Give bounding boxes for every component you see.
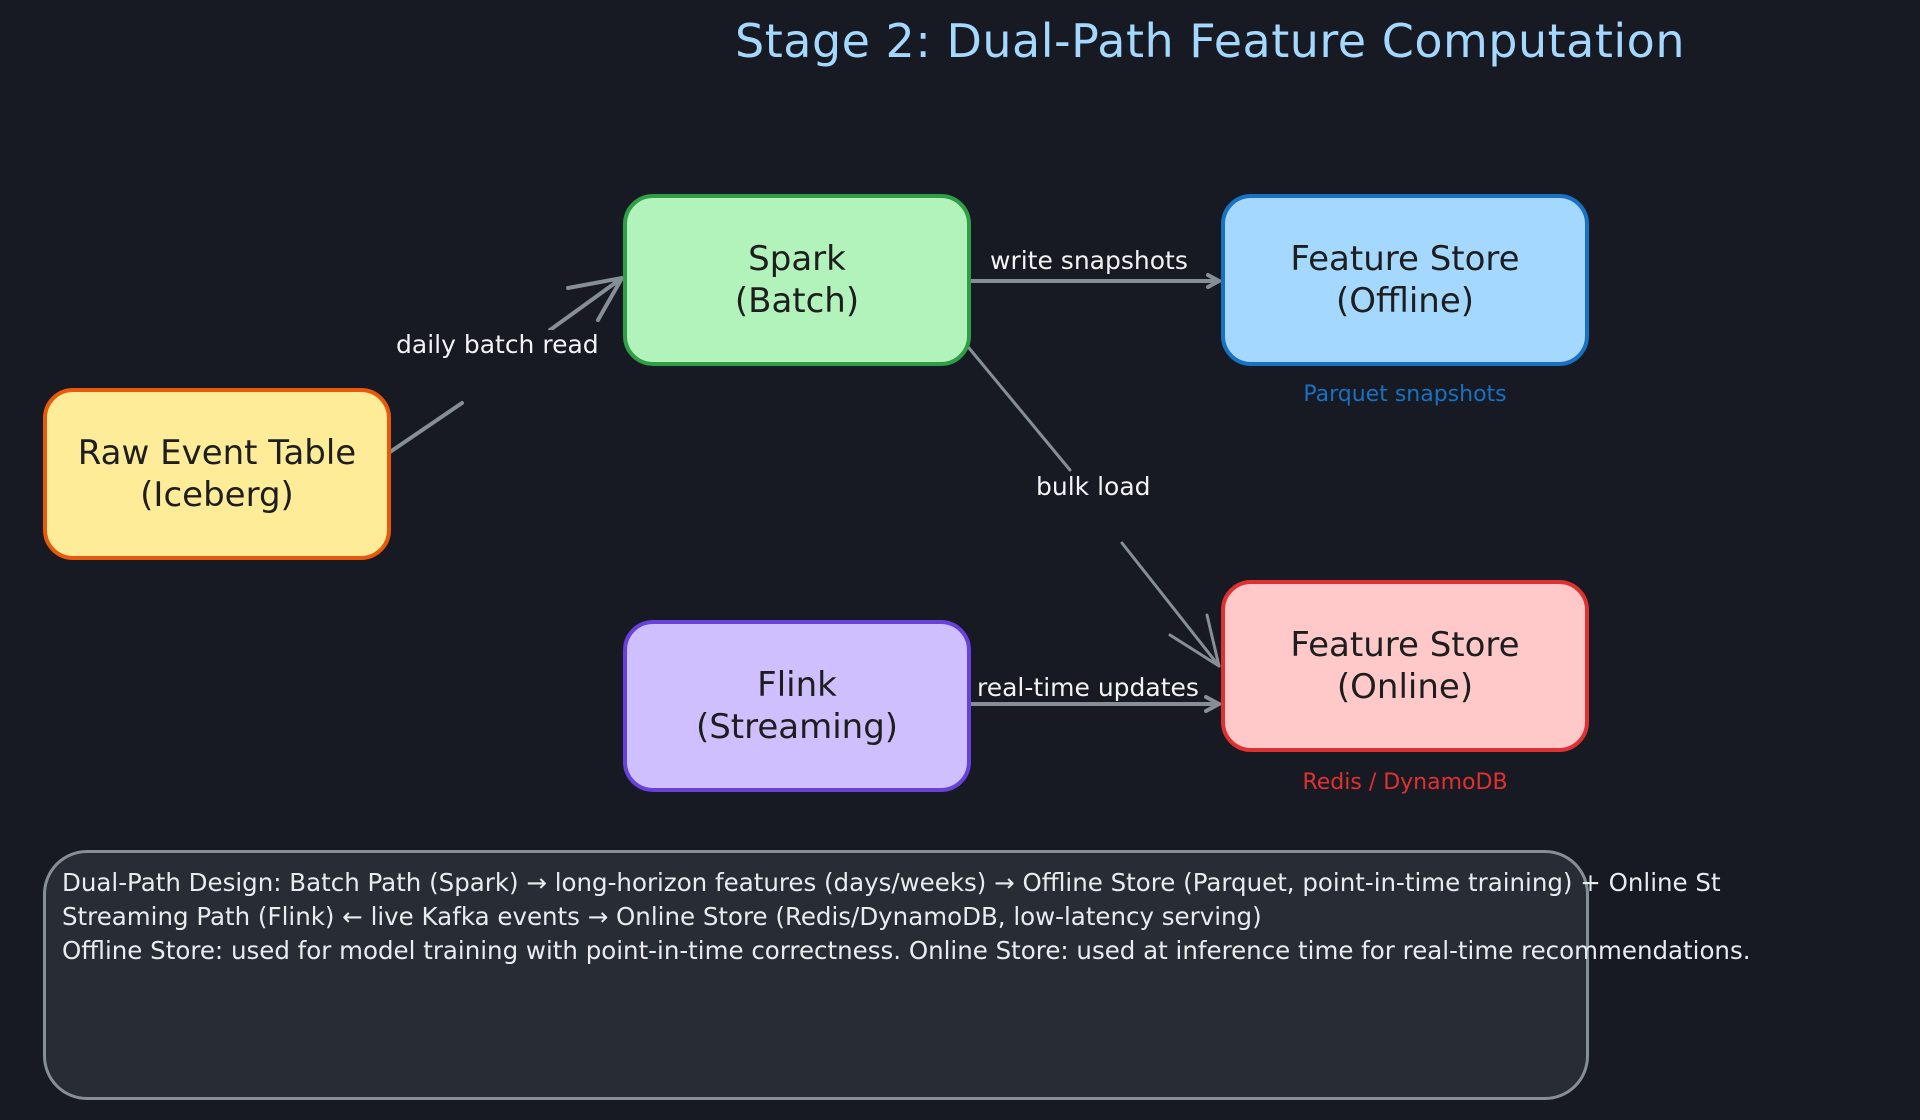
note-line-stores: Offline Store: used for model training w…: [62, 936, 1751, 965]
edge-real-time-updates-head: [1204, 695, 1221, 713]
node-label-line-2: (Batch): [734, 281, 860, 321]
node-label-line-2: (Online): [1336, 667, 1474, 707]
node-label-line-2: (Offline): [1335, 281, 1475, 321]
node-label-line-2: (Iceberg): [140, 475, 294, 515]
caption-online-store: Redis / DynamoDB: [1302, 770, 1508, 795]
node-label-line-1: Feature Store: [1290, 239, 1520, 279]
edge-label-real-time-updates: real-time updates: [975, 673, 1201, 702]
node-spark-batch[interactable]: Spark (Batch): [623, 194, 971, 366]
node-flink-streaming[interactable]: Flink (Streaming): [623, 620, 971, 792]
edge-daily-batch-read: [388, 401, 464, 454]
diagram-title: Stage 2: Dual-Path Feature Computation: [735, 14, 1685, 68]
node-label-line-2: (Streaming): [695, 707, 899, 747]
node-label-line-1: Raw Event Table: [77, 433, 357, 473]
note-line-batch: Dual-Path Design: Batch Path (Spark) → l…: [62, 868, 1721, 897]
node-label-line-1: Flink: [757, 665, 837, 705]
node-feature-store-online[interactable]: Feature Store (Online): [1221, 580, 1589, 752]
node-raw-event-table[interactable]: Raw Event Table (Iceberg): [43, 388, 391, 560]
edge-write-snapshots-head: [1206, 273, 1221, 289]
edge-label-write-snapshots: write snapshots: [988, 246, 1190, 275]
edge-label-bulk-load: bulk load: [1034, 472, 1153, 501]
design-note-box: [43, 850, 1589, 1100]
note-line-streaming: Streaming Path (Flink) ← live Kafka even…: [62, 902, 1262, 931]
node-feature-store-offline[interactable]: Feature Store (Offline): [1221, 194, 1589, 366]
edge-daily-batch-read-head: [548, 276, 624, 332]
node-label-line-1: Spark: [748, 239, 846, 279]
edge-bulk-load-b: [1120, 541, 1221, 668]
node-label-line-1: Feature Store: [1290, 625, 1520, 665]
edge-bulk-load-head: [1168, 613, 1221, 668]
edge-bulk-load-a: [967, 346, 1072, 472]
edge-label-daily-batch-read: daily batch read: [394, 330, 601, 359]
design-note-text: Dual-Path Design: Batch Path (Spark) → l…: [62, 866, 1912, 968]
caption-offline-store: Parquet snapshots: [1303, 382, 1507, 407]
